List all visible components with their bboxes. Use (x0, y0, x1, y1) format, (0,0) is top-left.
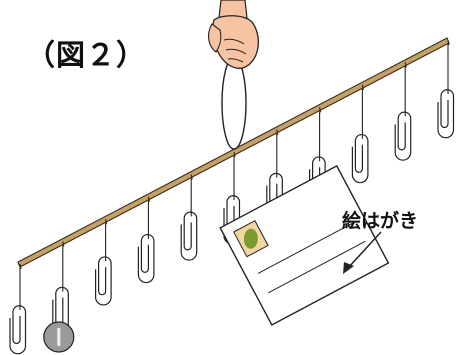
figure-title: （図２） (26, 38, 147, 72)
paperclip-icon (95, 256, 112, 306)
postcard-icon (219, 164, 390, 326)
rod-notch (233, 151, 236, 158)
rod-notch (276, 129, 279, 135)
paperclip-icon (437, 89, 455, 139)
postcard-pointer-arrow (343, 231, 382, 274)
rod-notch (361, 84, 364, 90)
hand-icon (207, 0, 259, 150)
rod-notch (147, 196, 150, 202)
rod-notch (105, 219, 108, 225)
paperclip-row (9, 39, 455, 355)
rod-notch (62, 241, 65, 247)
postcard-label: 絵はがき (342, 210, 419, 232)
paperclip-icon (9, 305, 27, 355)
suspension-loop (221, 56, 247, 150)
leaf-icon (243, 228, 258, 249)
paperclip-icon (137, 233, 155, 284)
rod-notch (190, 174, 193, 180)
rod-notch (319, 107, 322, 113)
paperclip-icon (351, 133, 369, 184)
rod-notch (447, 39, 450, 46)
rod-notch (404, 62, 407, 68)
paperclip-icon (394, 111, 412, 161)
rod-notch (19, 263, 22, 270)
paperclip-icon (180, 211, 198, 261)
